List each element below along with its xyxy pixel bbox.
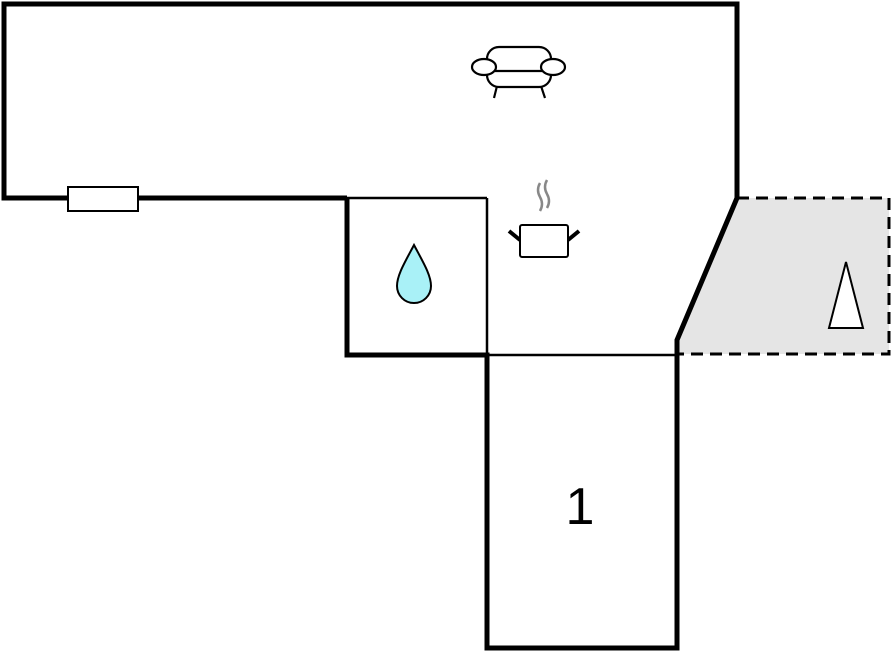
window-icon [67,186,139,212]
exterior-wall [1,1,740,651]
sofa-icon [470,45,567,99]
room-label: 1 [566,478,595,536]
terrace-dashed-border [677,196,891,356]
water-drop-icon [395,242,433,304]
cooking-pot-icon [507,179,581,258]
terrace-area [677,198,889,354]
north-arrow-icon [827,261,865,329]
